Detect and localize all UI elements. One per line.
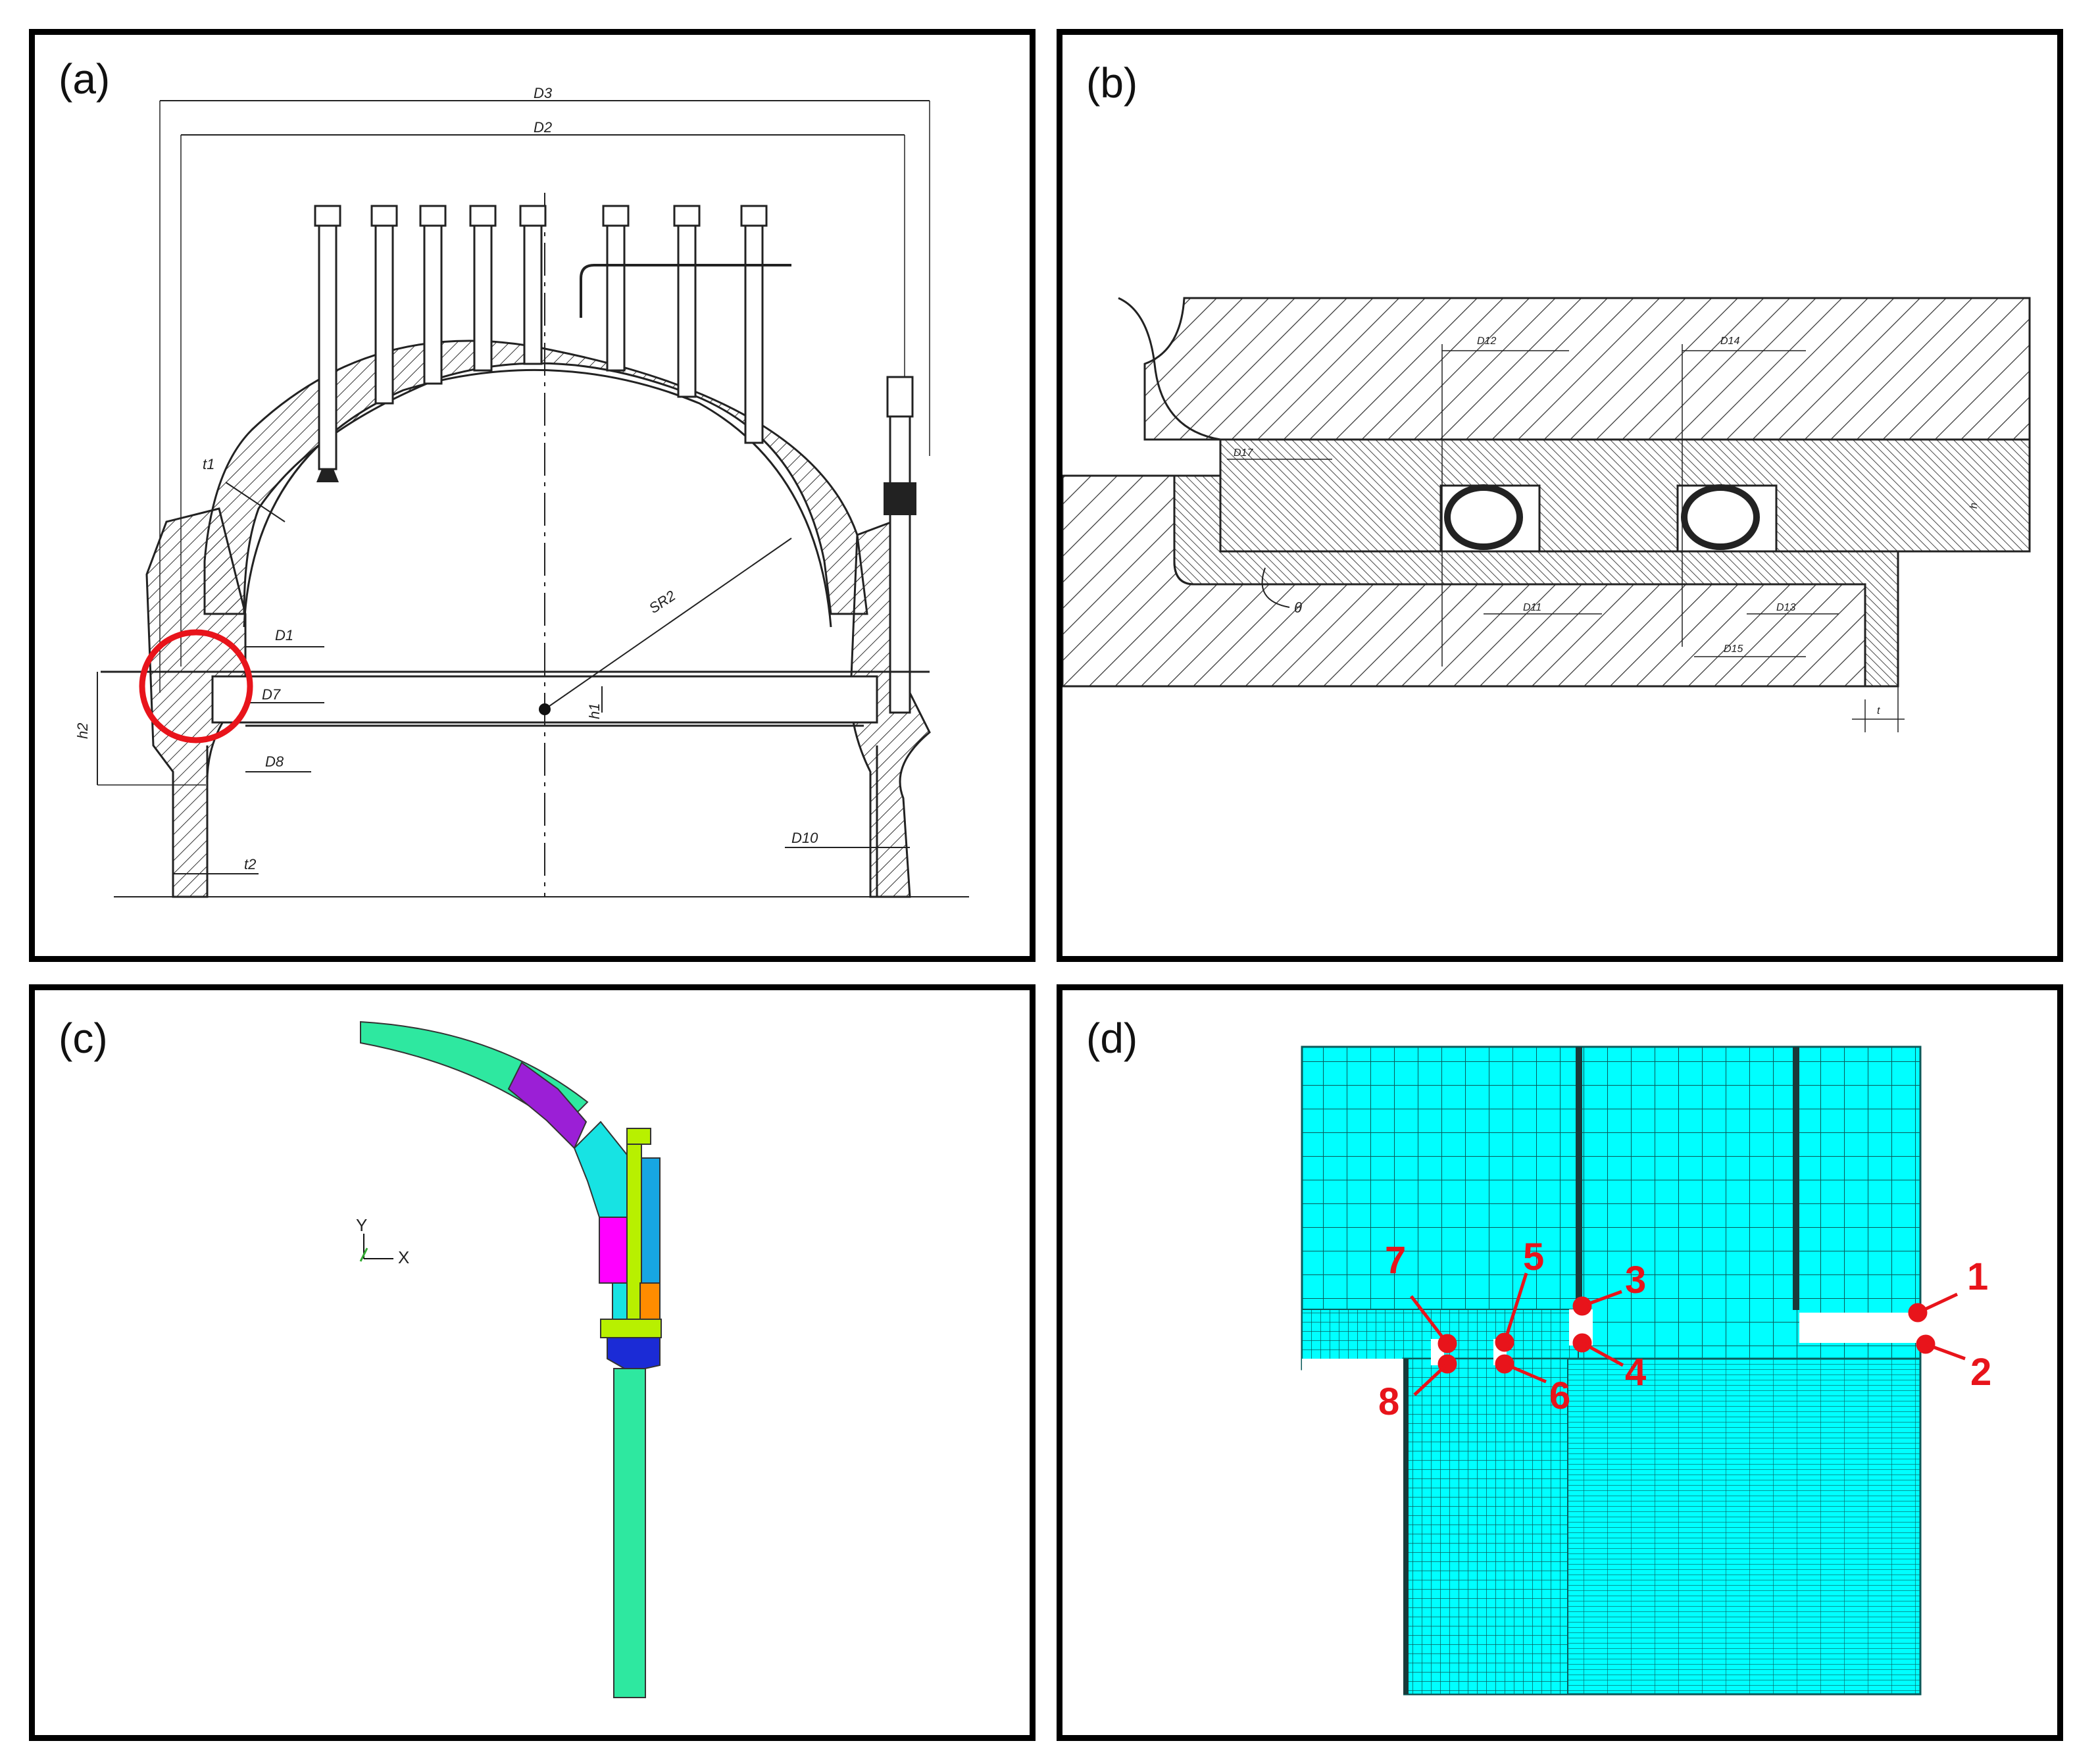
panel-a-label: (a) bbox=[59, 55, 111, 103]
seal-ring bbox=[1219, 438, 2031, 553]
dim-SR2: SR2 bbox=[646, 587, 678, 617]
dim-h1: h1 bbox=[586, 703, 603, 719]
dim-D10: D10 bbox=[791, 830, 818, 846]
lower-shell bbox=[613, 1368, 646, 1698]
dim-D7: D7 bbox=[262, 686, 281, 703]
dim-D8: D8 bbox=[265, 753, 284, 770]
panel-b: (b) D12 D14 D17 h bbox=[1057, 29, 2063, 962]
point-label-2: 2 bbox=[1970, 1351, 1991, 1394]
node-markers bbox=[1410, 1273, 1966, 1396]
panel-b-label: (b) bbox=[1086, 59, 1138, 107]
panel-c-label: (c) bbox=[59, 1015, 108, 1062]
dim-t: t bbox=[1877, 705, 1880, 717]
dim-D12: D12 bbox=[1477, 336, 1496, 347]
seal-detail-drawing: D12 D14 D17 h θ D11 D13 D15 t bbox=[1062, 297, 2031, 732]
point-label-5: 5 bbox=[1523, 1236, 1544, 1278]
panel-a: (a) D3 D2 bbox=[29, 29, 1036, 962]
dome-shell bbox=[203, 340, 868, 615]
seal-highlight-circle bbox=[139, 629, 253, 743]
dim-D17: D17 bbox=[1234, 447, 1253, 459]
point-label-6: 6 bbox=[1549, 1374, 1570, 1417]
dim-D13: D13 bbox=[1776, 602, 1795, 613]
dim-t2: t2 bbox=[244, 856, 256, 872]
vessel-cross-section-drawing: D3 D2 bbox=[74, 85, 969, 898]
panel-c: (c) Y X bbox=[29, 984, 1036, 1741]
dim-D15: D15 bbox=[1724, 643, 1743, 655]
dim-h2: h2 bbox=[74, 723, 91, 739]
axis-y-label: Y bbox=[356, 1215, 367, 1235]
point-label-1: 1 bbox=[1967, 1255, 1988, 1298]
dim-D1: D1 bbox=[275, 627, 293, 643]
o-ring-2 bbox=[1681, 484, 1760, 550]
point-label-7: 7 bbox=[1385, 1239, 1406, 1282]
dim-theta: θ bbox=[1294, 599, 1302, 616]
point-label-4: 4 bbox=[1625, 1351, 1646, 1394]
point-label-3: 3 bbox=[1625, 1259, 1646, 1301]
dim-D14: D14 bbox=[1720, 336, 1739, 347]
dim-D3: D3 bbox=[534, 85, 553, 101]
axis-x-label: X bbox=[398, 1247, 409, 1267]
dim-D2: D2 bbox=[534, 119, 552, 136]
fe-model-view: Y X bbox=[356, 1021, 662, 1698]
dim-t1: t1 bbox=[203, 456, 214, 472]
o-ring-1 bbox=[1444, 484, 1523, 550]
axis-triad: Y X bbox=[356, 1215, 409, 1267]
point-label-8: 8 bbox=[1378, 1380, 1399, 1423]
probe-tubes bbox=[314, 205, 768, 470]
fe-mesh-view: 1 2 3 4 5 6 7 8 bbox=[1301, 1046, 1991, 1701]
dim-h: h bbox=[1968, 503, 1980, 509]
dim-D11: D11 bbox=[1523, 602, 1541, 613]
panel-d: (d) bbox=[1057, 984, 2063, 1741]
panel-d-label: (d) bbox=[1086, 1015, 1138, 1062]
